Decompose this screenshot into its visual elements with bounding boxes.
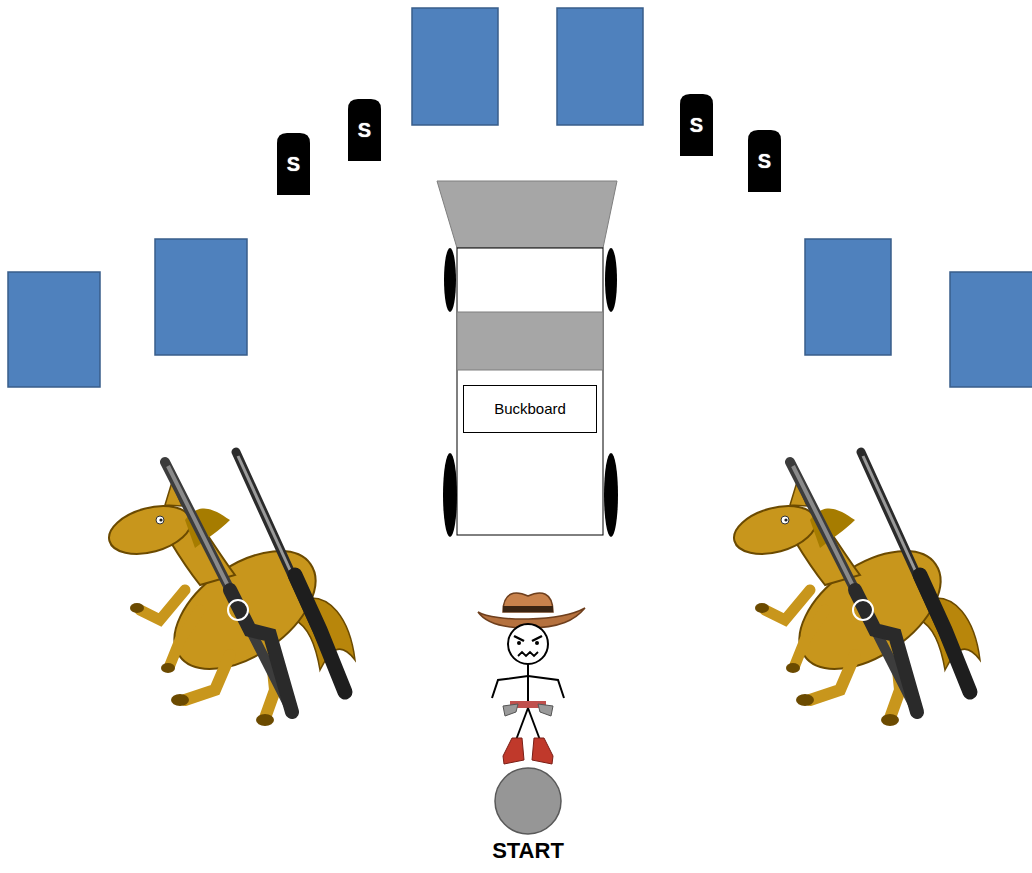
tombstone-target: S [277,133,310,195]
target [950,272,1032,387]
stone-letter: S [758,150,771,172]
tombstone-target: S [748,130,781,192]
start-circle [470,766,586,836]
buckboard-wagon [437,181,618,537]
stone-letter: S [358,119,371,141]
tombstone-target: S [680,94,713,156]
stone-letter: S [287,153,300,175]
cowboy-figure [478,593,585,764]
wagon-name: Buckboard [494,400,566,418]
target [412,8,498,125]
tombstone-target: S [348,99,381,161]
target [557,8,643,125]
target [155,239,247,355]
target [805,239,891,355]
start-position: START [470,766,586,866]
target [8,272,100,387]
stone-letter: S [690,114,703,136]
wagon-label-box: Buckboard [463,385,597,433]
start-label: START [470,838,586,864]
